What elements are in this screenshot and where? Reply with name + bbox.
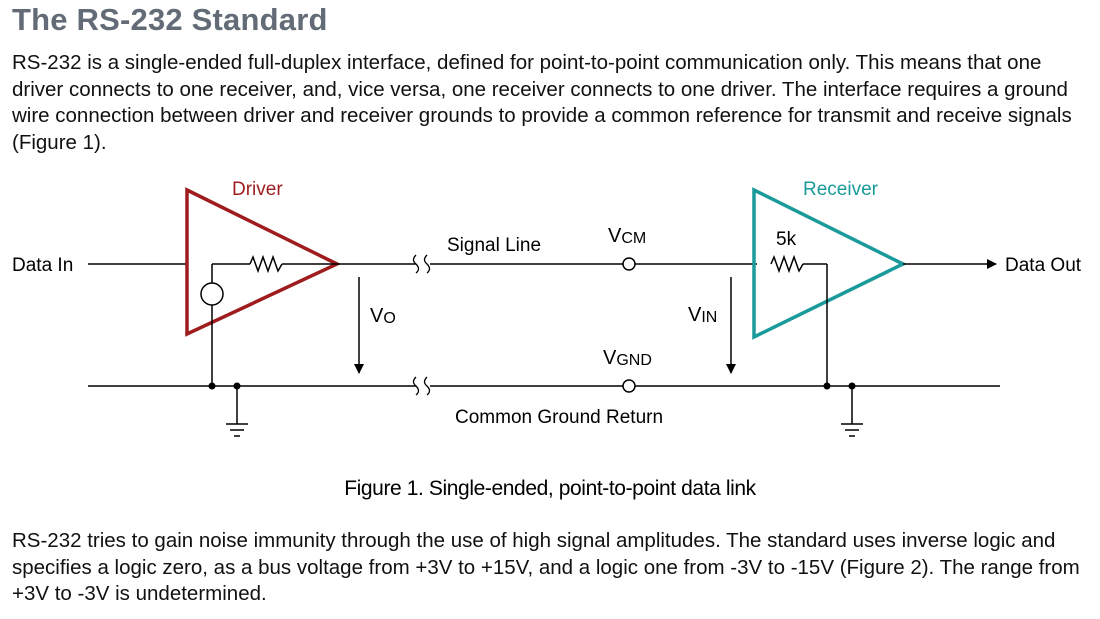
ground-symbol-icon xyxy=(226,386,248,437)
vin-label: VIN xyxy=(688,304,717,326)
ground-line-break-icon xyxy=(412,376,431,396)
vcm-label: VCM xyxy=(608,225,646,247)
resistor-value-label: 5k xyxy=(776,229,797,250)
receiver-internals xyxy=(770,254,828,386)
intro-paragraph: RS-232 is a single-ended full-duplex int… xyxy=(12,51,1072,154)
data-in-label: Data In xyxy=(12,255,73,276)
driver-label: Driver xyxy=(232,179,283,200)
receiver-triangle xyxy=(752,187,907,340)
ground-symbol-icon xyxy=(841,386,863,437)
vgnd-node xyxy=(622,379,636,393)
vo-label: VO xyxy=(370,305,396,327)
junction-dot xyxy=(208,382,216,390)
vgnd-label: VGND xyxy=(603,347,652,369)
vcm-node xyxy=(622,257,636,271)
signal-line-label: Signal Line xyxy=(447,235,541,256)
data-out-label: Data Out xyxy=(1005,255,1082,276)
page-title: The RS-232 Standard xyxy=(12,2,328,37)
voltage-source-icon xyxy=(200,282,224,306)
driver-internals xyxy=(211,254,337,386)
receiver-label: Receiver xyxy=(803,179,879,200)
body-paragraph: RS-232 tries to gain noise immunity thro… xyxy=(12,529,1080,605)
figure-caption: Figure 1. Single-ended, point-to-point d… xyxy=(344,477,756,500)
common-ground-label: Common Ground Return xyxy=(455,407,663,428)
driver-triangle xyxy=(185,187,342,337)
signal-line-break-icon xyxy=(412,254,431,274)
